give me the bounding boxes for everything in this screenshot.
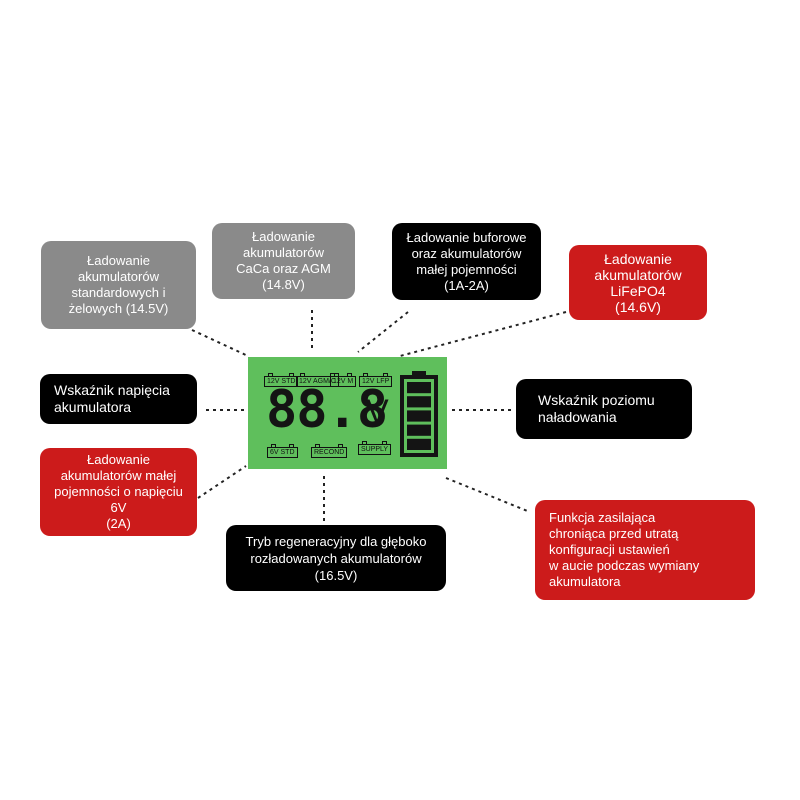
lcd-unit: V (366, 393, 389, 431)
connector-lifepo4 (399, 311, 567, 357)
battery-segment (407, 424, 431, 436)
battery-segment (407, 438, 431, 450)
callout-charge-level-indicator: Wskaźnik poziomu naładowania (516, 379, 692, 439)
lcd-tag-12v-m: 12V M (330, 373, 357, 387)
battery-segment (407, 410, 431, 422)
callout-regeneration: Tryb regeneracyjny dla głęboko rozładowa… (226, 525, 446, 591)
battery-level-icon (400, 371, 438, 457)
callout-lifepo4: Ładowanie akumulatorów LiFePO4 (14.6V) (569, 245, 707, 320)
callout-caca-agm: Ładowanie akumulatorów CaCa oraz AGM (14… (212, 223, 355, 299)
battery-segment (407, 396, 431, 408)
callout-standard-gel: Ładowanie akumulatorów standardowych i ż… (41, 241, 196, 329)
lcd-tag-supply: SUPPLY (358, 441, 392, 455)
lcd-tag-recond: RECOND (311, 444, 348, 458)
callout-buffer-small: Ładowanie buforowe oraz akumulatorów mał… (392, 223, 541, 300)
callout-supply-function: Funkcja zasilająca chroniąca przed utrat… (535, 500, 755, 600)
battery-segment (407, 382, 431, 394)
lcd-tag-6v-std: 6V STD (267, 444, 298, 458)
connector-6v (197, 465, 247, 499)
callout-voltage-indicator: Wskaźnik napięcia akumulatora (40, 374, 197, 424)
lcd-tag-12v-lfp: 12V LFP (359, 373, 393, 387)
connector-standard (191, 329, 249, 357)
lcd-tag-12v-std: 12V STD (264, 373, 299, 387)
lcd-digits: 88.8 (266, 380, 388, 440)
callout-small-6v: Ładowanie akumulatorów małej pojemności … (40, 448, 197, 536)
connector-buffer (357, 311, 409, 353)
connector-supply (445, 477, 531, 513)
lcd-display: 12V STD 12V AGM/C 12V M 12V LFP 88.8 V 6… (248, 357, 447, 469)
